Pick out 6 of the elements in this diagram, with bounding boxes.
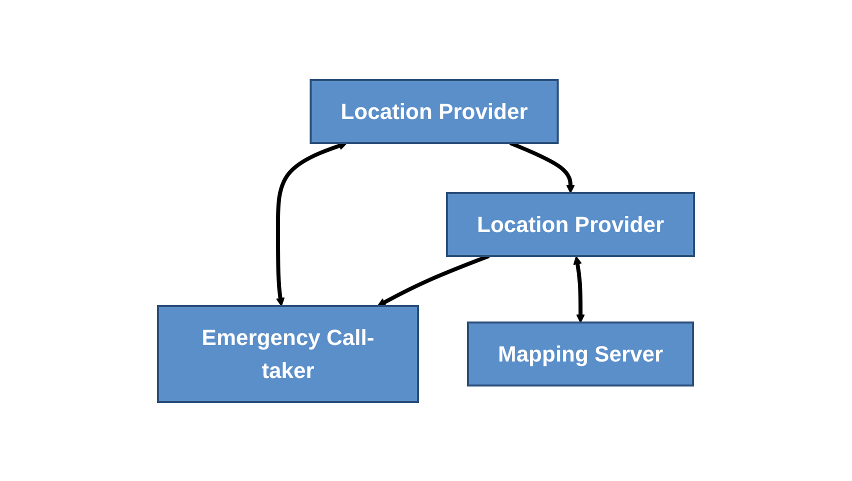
arrow bbox=[573, 256, 585, 322]
node-box: Location Provider bbox=[310, 78, 559, 144]
node-box: Location Provider bbox=[446, 192, 696, 256]
node-box: Emergency Call-taker bbox=[156, 304, 419, 402]
arrow bbox=[276, 141, 348, 306]
node-box: Mapping Server bbox=[466, 321, 694, 386]
